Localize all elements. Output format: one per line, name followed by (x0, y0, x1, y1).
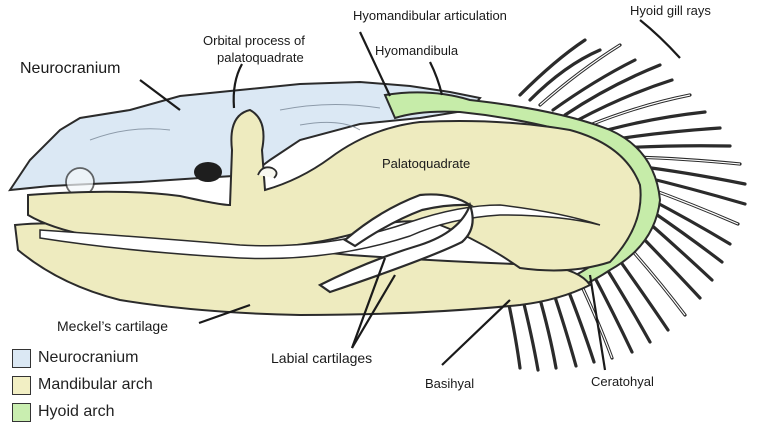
label-meckels-cartilage: Meckel’s cartilage (57, 318, 168, 334)
leader-lines (139, 19, 681, 371)
label-labial-cartilages: Labial cartilages (271, 350, 372, 366)
orbit-hole (194, 162, 222, 182)
label-palatoquadrate: Palatoquadrate (382, 156, 470, 171)
legend-label: Hyoid arch (38, 403, 115, 420)
label-orbital-process-2: palatoquadrate (217, 50, 304, 65)
legend-item-hyoid-arch: Hyoid arch (12, 400, 153, 424)
labial-cartilages-shape (317, 193, 474, 294)
label-basihyal: Basihyal (425, 376, 474, 391)
mouth-gap (39, 204, 601, 260)
foramen (257, 166, 278, 179)
legend-swatch-mandibular-arch (12, 375, 31, 395)
legend-swatch-hyoid-arch (12, 402, 31, 422)
legend-item-neurocranium: Neurocranium (12, 346, 153, 370)
label-hyomandibula: Hyomandibula (375, 43, 459, 58)
neurocranium-texture (65, 103, 381, 197)
legend-swatch-neurocranium (12, 348, 31, 368)
legend-label: Mandibular arch (38, 376, 153, 393)
legend: Neurocranium Mandibular arch Hyoid arch (12, 346, 153, 427)
label-orbital-process-1: Orbital process of (203, 33, 305, 48)
label-neurocranium: Neurocranium (20, 60, 120, 77)
label-ceratohyal: Ceratohyal (591, 374, 654, 389)
label-hyoid-gill-rays: Hyoid gill rays (630, 3, 711, 18)
label-hyomandibular-articulation: Hyomandibular articulation (353, 8, 507, 23)
legend-item-mandibular-arch: Mandibular arch (12, 373, 153, 397)
legend-label: Neurocranium (38, 349, 139, 366)
